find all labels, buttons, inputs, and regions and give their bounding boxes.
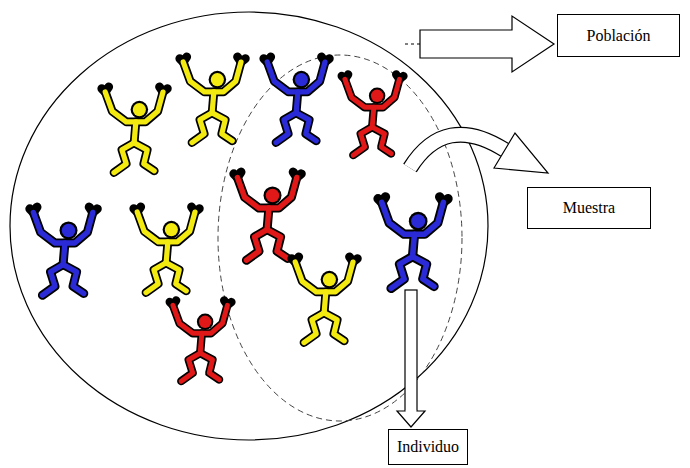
individual-arrow xyxy=(397,290,425,427)
sample-arrow xyxy=(410,133,548,173)
box-label: Muestra xyxy=(563,199,615,217)
figures xyxy=(30,57,448,381)
box-label: Población xyxy=(587,27,651,45)
population-arrow xyxy=(420,16,554,72)
sample-ellipse xyxy=(218,55,462,421)
sample-box: Muestra xyxy=(527,187,651,229)
population-box: Población xyxy=(557,14,680,57)
box-label: Individuo xyxy=(397,438,459,456)
individual-box: Individuo xyxy=(388,429,468,465)
population-circle xyxy=(10,12,488,440)
